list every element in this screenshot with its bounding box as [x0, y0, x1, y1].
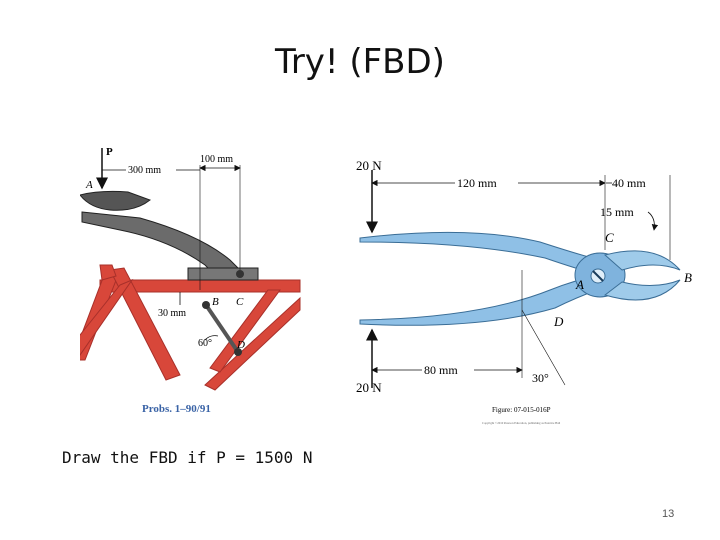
bike-caption: Probs. 1–90/91	[142, 403, 211, 415]
pin-b	[202, 301, 210, 309]
point-d-label: D	[236, 339, 245, 351]
point-a-label: A	[575, 277, 584, 292]
slide-title: Try! (FBD)	[275, 42, 445, 82]
dim-15-label: 15 mm	[600, 205, 634, 219]
angle-60-label: 60°	[198, 338, 212, 349]
point-c-label: C	[605, 230, 614, 245]
dim-30-label: 30 mm	[158, 308, 186, 319]
page-number: 13	[662, 508, 675, 520]
point-a-label: A	[85, 179, 93, 191]
pin-d	[234, 348, 242, 356]
pin-c	[236, 270, 244, 278]
copyright-notice: Copyright ©2010 Pearson Education, publi…	[482, 420, 560, 426]
force-bottom-label: 20 N	[356, 380, 382, 395]
angle-30-label: 30°	[532, 371, 549, 385]
dim-300-label: 300 mm	[128, 165, 161, 176]
dim-80-label: 80 mm	[424, 363, 458, 377]
pliers-body	[359, 231, 681, 326]
point-c-label: C	[236, 296, 244, 308]
problem-prompt: Draw the FBD if P = 1500 N	[62, 448, 313, 467]
point-b-label: B	[212, 296, 219, 308]
force-p-label: P	[106, 146, 113, 158]
dim-100-label: 100 mm	[200, 154, 233, 165]
dim-40-label: 40 mm	[612, 176, 646, 190]
bike-frame	[80, 264, 301, 391]
figure-id: Figure: 07-015-016P	[492, 406, 551, 414]
bicycle-seat-diagram: P A B C D 300 mm 100 mm 30 mm 60° Probs.…	[80, 146, 301, 415]
force-top-label: 20 N	[356, 158, 382, 173]
dim-120-label: 120 mm	[457, 176, 497, 190]
pliers-diagram: 20 N 20 N 120 mm 40 mm 15 mm 80 mm 30° A…	[356, 158, 692, 426]
point-d-label: D	[553, 314, 564, 329]
point-b-label: B	[684, 270, 692, 285]
link-cd	[204, 303, 240, 354]
